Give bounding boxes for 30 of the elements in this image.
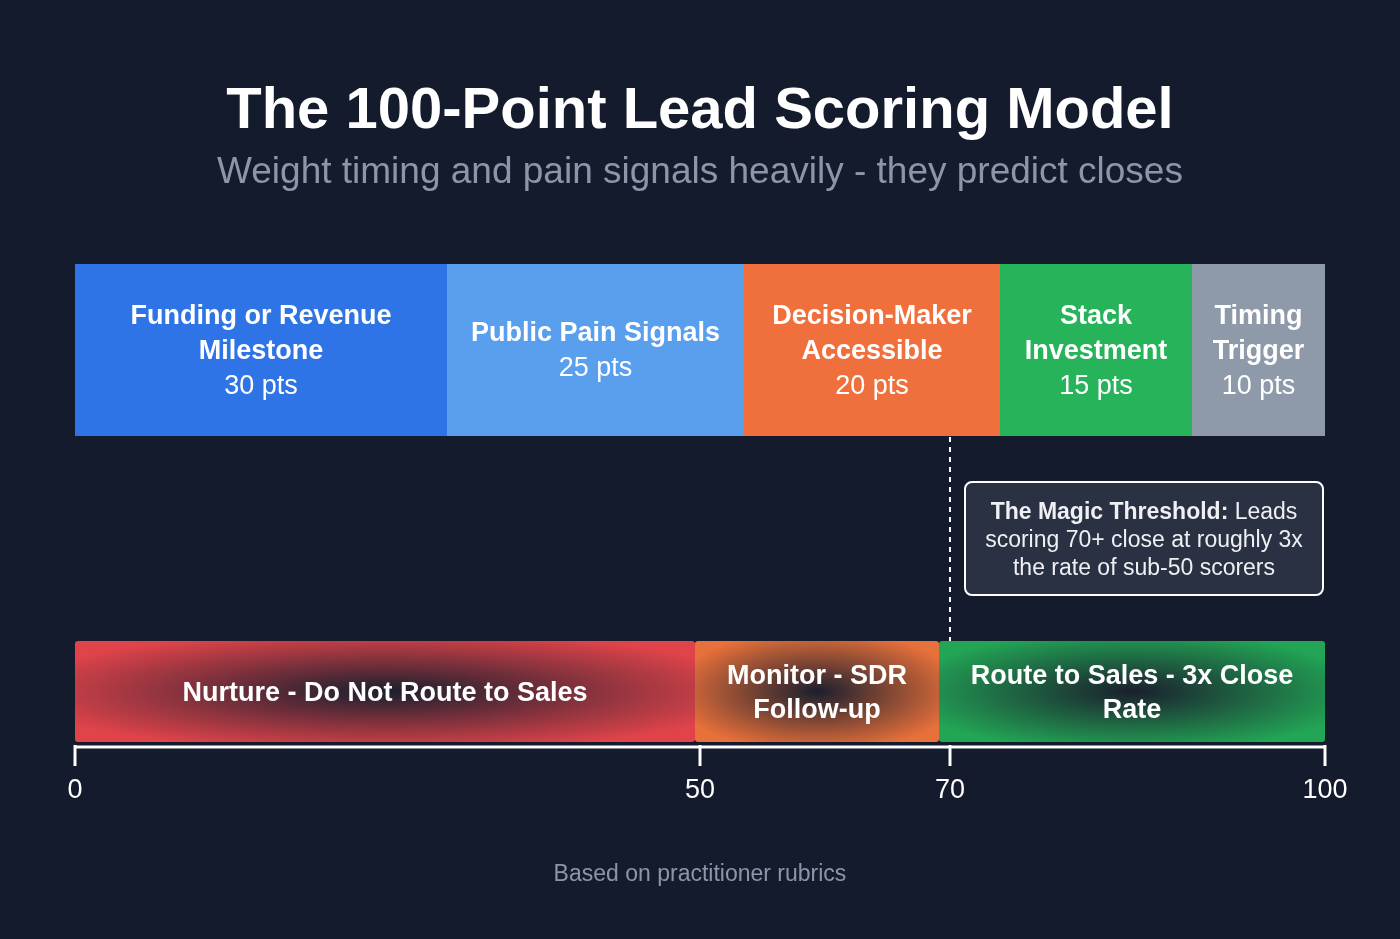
caption: Based on practitioner rubrics: [552, 860, 848, 887]
callout-box: [964, 481, 1324, 596]
score-segment: [75, 264, 447, 436]
tick-label: 70: [935, 774, 965, 805]
tick-label: 0: [67, 774, 83, 805]
zone-label: Monitor - SDR Follow-up: [726, 658, 908, 726]
zone-band: [695, 641, 939, 742]
points-label: 25 pts: [558, 351, 633, 384]
zone-label: Route to Sales - 3x Close Rate: [969, 658, 1295, 726]
zone-label: Nurture - Do Not Route to Sales: [181, 675, 589, 709]
points-label: 10 pts: [1221, 368, 1296, 402]
segment-title: Stack Investment: [1023, 298, 1169, 367]
segment-title: Public Pain Signals: [470, 316, 721, 349]
score-segment: [1000, 264, 1192, 436]
score-segment: [744, 264, 1000, 436]
tick-label: 100: [1302, 774, 1348, 805]
subtitle: Weight timing and pain signals heavily - they predict closes: [216, 150, 1184, 192]
tick-label: 50: [685, 774, 715, 805]
segment-title: Timing Trigger: [1211, 298, 1306, 367]
points-label: 30 pts: [224, 368, 298, 402]
score-segment: [447, 264, 744, 436]
zone-band: [75, 641, 695, 742]
zone-band: [939, 641, 1325, 742]
points-label: 15 pts: [1059, 368, 1133, 402]
title: The 100-Point Lead Scoring Model: [225, 74, 1175, 141]
points-label: 20 pts: [835, 368, 909, 402]
score-segment: [1192, 264, 1325, 436]
callout-text: The Magic Threshold: Leads scoring 70+ close at roughly 3x the rate of sub-50 scorers: [984, 496, 1304, 581]
segment-title: Decision-Maker Accessible: [771, 298, 973, 367]
segment-title: Funding or Revenue Milestone: [129, 298, 393, 367]
